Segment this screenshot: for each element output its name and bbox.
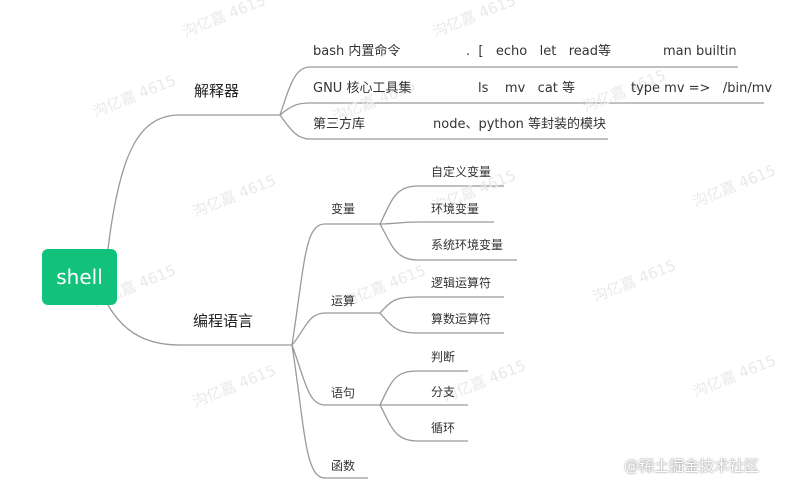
node-third-party[interactable]: 第三方库 <box>313 117 366 132</box>
node-system-env-variable[interactable]: 系统环境变量 <box>431 238 504 252</box>
connector-interpreter-third <box>279 114 311 140</box>
node-bash-builtin-extra: man builtin <box>663 44 737 59</box>
connector-programming-func <box>291 344 326 479</box>
root-node-shell[interactable]: shell <box>42 249 117 305</box>
node-custom-variable[interactable]: 自定义变量 <box>431 165 492 179</box>
node-gnu-coreutils-desc: ls mv cat 等 <box>478 81 576 96</box>
node-statements[interactable]: 语句 <box>331 386 356 400</box>
node-env-variable[interactable]: 环境变量 <box>431 202 480 216</box>
node-variables[interactable]: 变量 <box>331 202 356 216</box>
connector-interpreter-bash <box>279 66 311 116</box>
node-bash-builtin[interactable]: bash 内置命令 <box>313 44 401 59</box>
node-third-party-desc: node、python 等封装的模块 <box>433 117 607 132</box>
connector-interpreter-gnu <box>279 102 311 116</box>
connector-root-programming <box>107 304 181 346</box>
node-logical-operators[interactable]: 逻辑运算符 <box>431 276 492 290</box>
connector-programming-vars <box>291 223 326 346</box>
connector-root-interpreter <box>107 114 181 250</box>
node-branch[interactable]: 分支 <box>431 385 456 399</box>
node-gnu-coreutils-extra: type mv => /bin/mv <box>631 81 773 96</box>
connector-programming-ops <box>291 312 326 346</box>
connector-programming-stmt <box>291 344 326 406</box>
node-bash-builtin-desc: . [ echo let read等 <box>466 44 611 59</box>
node-condition[interactable]: 判断 <box>431 350 456 364</box>
node-operations[interactable]: 运算 <box>331 294 356 308</box>
node-interpreter[interactable]: 解释器 <box>194 82 240 100</box>
node-arithmetic-operators[interactable]: 算数运算符 <box>431 312 492 326</box>
node-functions[interactable]: 函数 <box>331 459 356 473</box>
attribution-text: @稀土掘金技术社区 <box>624 457 760 475</box>
node-loop[interactable]: 循环 <box>431 421 456 435</box>
node-gnu-coreutils[interactable]: GNU 核心工具集 <box>313 81 412 96</box>
node-programming-language[interactable]: 编程语言 <box>193 312 254 330</box>
